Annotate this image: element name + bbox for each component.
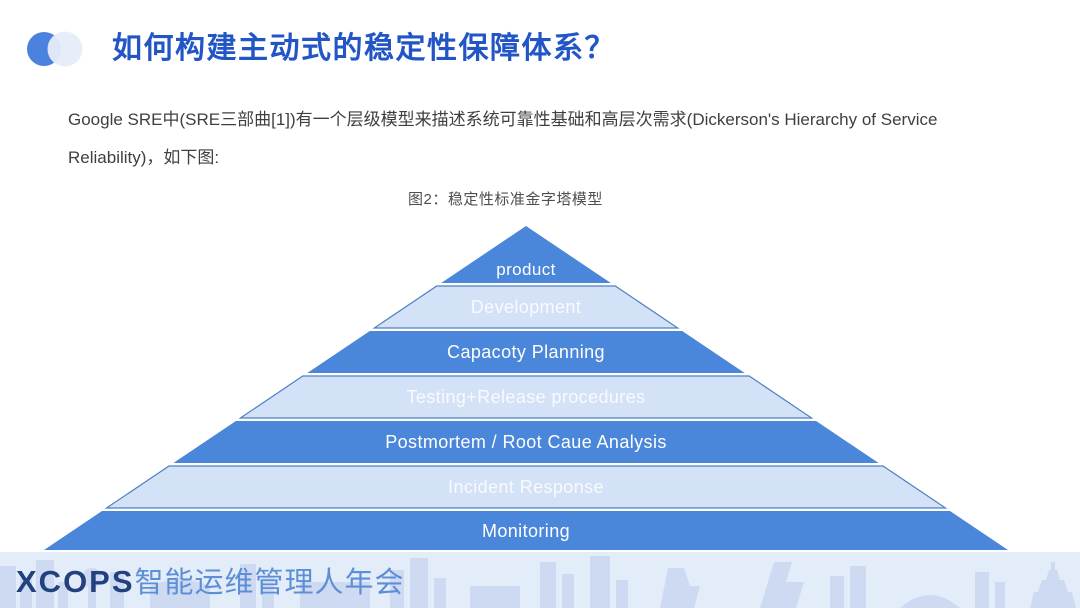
pyramid-level-development bbox=[372, 285, 680, 329]
brand-logo-text: XCOPS bbox=[16, 564, 135, 599]
pyramid-level-incident-response bbox=[104, 465, 948, 509]
page-title: 如何构建主动式的稳定性保障体系？ bbox=[112, 32, 616, 65]
pyramid-label-incident-response: Incident Response bbox=[448, 477, 604, 497]
pyramid-label-testing-release: Testing+Release procedures bbox=[406, 387, 645, 407]
brand-suffix-text: 智能运维管理人年会 bbox=[134, 567, 405, 599]
pyramid-level-testing-release bbox=[238, 375, 814, 419]
figure-caption: 图2：稳定性标准金字塔模型 bbox=[408, 191, 603, 208]
pyramid-label-product: product bbox=[496, 260, 556, 279]
pyramid-label-monitoring: Monitoring bbox=[482, 521, 570, 541]
title-row: 如何构建主动式的稳定性保障体系？ bbox=[26, 28, 616, 70]
city-skyline-graphic bbox=[0, 556, 1076, 608]
pyramid-label-development: Development bbox=[471, 297, 581, 317]
pyramid-level-capacity-planning bbox=[307, 331, 745, 373]
circle-pale bbox=[47, 31, 83, 67]
pyramid-chart: product Development Capacoty Planning Te… bbox=[44, 226, 1008, 550]
pyramid-level-postmortem bbox=[173, 421, 879, 463]
body-paragraph: Google SRE中(SRE三部曲[1])有一个层级模型来描述系统可靠性基础和… bbox=[68, 110, 938, 167]
pyramid-label-capacity-planning: Capacoty Planning bbox=[447, 342, 605, 362]
pyramid-level-product bbox=[441, 226, 611, 283]
overlapping-circles-icon bbox=[27, 31, 83, 67]
pyramid-label-postmortem: Postmortem / Root Caue Analysis bbox=[385, 432, 667, 452]
pyramid-level-monitoring bbox=[44, 511, 1008, 550]
